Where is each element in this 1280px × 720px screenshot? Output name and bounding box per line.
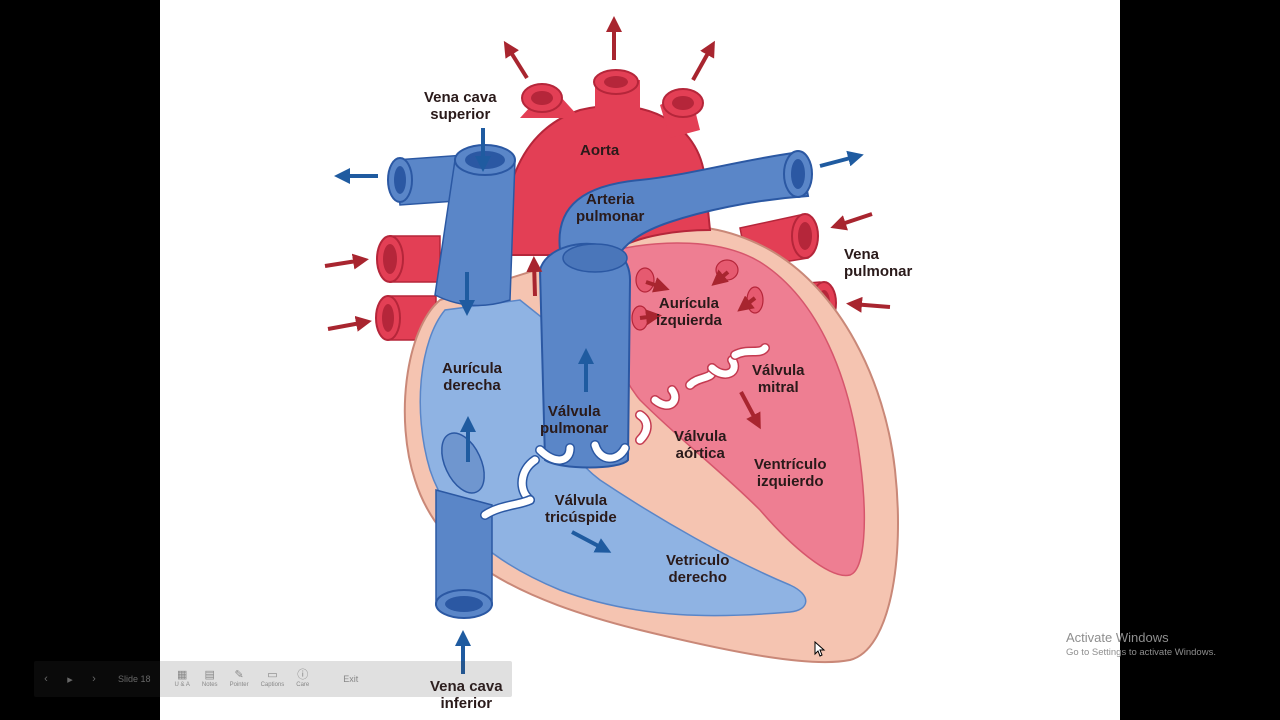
- mouse-cursor-icon: [814, 641, 826, 657]
- inferior-vena-cava: [435, 489, 493, 619]
- notes-icon: ▤: [204, 669, 215, 681]
- arrow-in-right-vein-top: [830, 212, 873, 231]
- watermark-subtitle: Go to Settings to activate Windows.: [1066, 647, 1216, 658]
- exit-button[interactable]: Exit: [343, 674, 359, 684]
- red-flow-arrows: [324, 16, 891, 430]
- arrow-in-left-vein-bottom: [327, 315, 372, 332]
- superior-vena-cava: [387, 144, 516, 307]
- coronary-sinus-opening: [441, 432, 485, 494]
- arrow-in-right-vein-bottom: [846, 296, 891, 313]
- captions-button[interactable]: ▭ Captions: [260, 669, 285, 688]
- arrow-aorta-up-inside: [526, 256, 543, 297]
- watermark-title: Activate Windows: [1066, 630, 1169, 645]
- heart-valves: [480, 343, 770, 520]
- blue-flow-arrows: [334, 128, 864, 674]
- info-button[interactable]: ⓘ Care: [296, 669, 310, 688]
- arrow-aorta-right: [691, 40, 715, 81]
- arrow-left-atrium-3: [737, 295, 757, 312]
- arrow-left-atrium-2: [711, 269, 730, 286]
- arrow-into-right-ventricle: [571, 530, 612, 553]
- chevron-left-icon[interactable]: ‹: [44, 673, 48, 685]
- grid-icon: ▦: [177, 669, 188, 681]
- pointer-button[interactable]: ✎ Pointer: [229, 669, 249, 688]
- arrow-into-left-ventricle: [739, 391, 761, 430]
- grid-button[interactable]: ▦ U & A: [174, 669, 190, 688]
- arrow-left-atrium-4: [639, 309, 662, 326]
- activation-watermark: Activate Windows Go to Settings to activ…: [1066, 630, 1216, 658]
- right-heart-chamber: [419, 299, 807, 617]
- slideshow-toolbar[interactable]: ‹ ▸ › Slide 18 ▦ U & A ▤ Notes ✎ Pointer…: [34, 661, 512, 697]
- chevron-right-icon[interactable]: ›: [92, 673, 96, 685]
- label-aorta: Aorta: [580, 142, 620, 159]
- play-icon[interactable]: ▸: [67, 673, 73, 686]
- arrow-left-atrium-1: [645, 277, 670, 293]
- arrow-aorta-left: [503, 40, 529, 80]
- info-icon: ⓘ: [297, 669, 309, 681]
- arrow-out-right-pa: [819, 150, 864, 168]
- notes-button[interactable]: ▤ Notes: [201, 669, 218, 688]
- arrow-in-left-vein-top: [324, 253, 369, 270]
- left-heart-chamber: [608, 242, 866, 577]
- captions-icon: ▭: [267, 669, 278, 681]
- pointer-icon: ✎: [234, 669, 244, 681]
- slide-number[interactable]: Slide 18: [118, 674, 151, 684]
